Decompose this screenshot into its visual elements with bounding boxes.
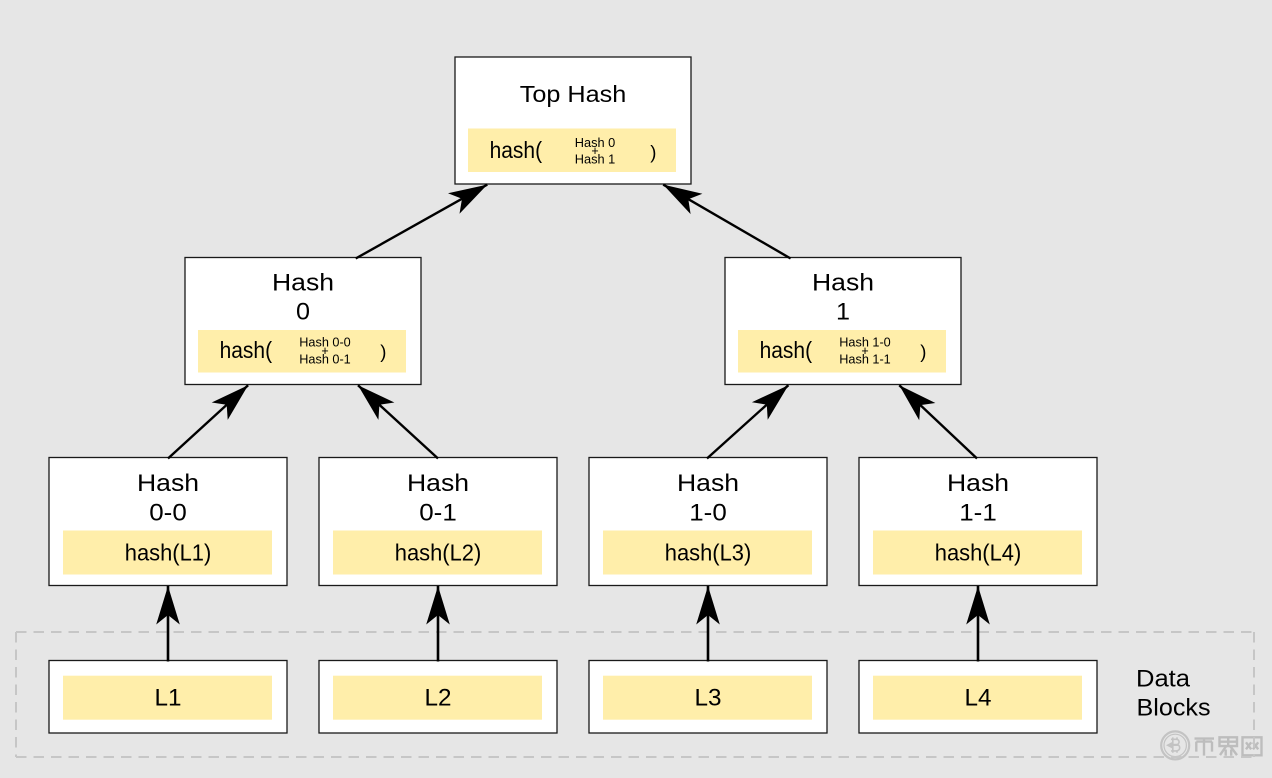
svg-text:0-1: 0-1 xyxy=(419,499,457,526)
svg-text:Data: Data xyxy=(1136,666,1191,693)
svg-text:1-0: 1-0 xyxy=(689,499,727,526)
svg-text:Hash: Hash xyxy=(272,270,334,297)
svg-text:hash(: hash( xyxy=(490,137,543,163)
svg-text:hash(: hash( xyxy=(220,337,273,363)
svg-text:Hash: Hash xyxy=(407,470,469,497)
svg-text:hash(L2): hash(L2) xyxy=(395,539,482,565)
svg-text:Top Hash: Top Hash xyxy=(520,81,627,107)
svg-text:Hash 1-1: Hash 1-1 xyxy=(839,352,891,366)
svg-text:Hash 0: Hash 0 xyxy=(575,136,616,150)
svg-text:): ) xyxy=(920,341,926,362)
svg-text:L1: L1 xyxy=(155,685,182,712)
svg-text:L3: L3 xyxy=(695,685,722,712)
svg-text:Hash: Hash xyxy=(137,470,199,497)
svg-text:1-1: 1-1 xyxy=(959,499,997,526)
svg-text:+: + xyxy=(321,344,328,358)
svg-text:1: 1 xyxy=(836,299,850,326)
svg-text:): ) xyxy=(650,141,656,162)
svg-text:Hash 1-0: Hash 1-0 xyxy=(839,336,891,350)
svg-text:L2: L2 xyxy=(425,685,452,712)
svg-text:Hash: Hash xyxy=(677,470,739,497)
svg-text:Blocks: Blocks xyxy=(1137,695,1211,722)
svg-text:hash(: hash( xyxy=(760,337,813,363)
svg-text:0-0: 0-0 xyxy=(149,499,187,526)
svg-text:L4: L4 xyxy=(965,685,992,712)
svg-text:Hash 0-1: Hash 0-1 xyxy=(299,352,351,366)
svg-text:+: + xyxy=(591,144,598,158)
svg-text:Hash: Hash xyxy=(947,470,1009,497)
svg-text:): ) xyxy=(380,341,386,362)
svg-text:Hash 1: Hash 1 xyxy=(575,152,616,166)
svg-text:+: + xyxy=(861,344,868,358)
svg-text:Hash 0-0: Hash 0-0 xyxy=(299,336,351,350)
svg-text:hash(L1): hash(L1) xyxy=(125,539,212,565)
svg-text:Hash: Hash xyxy=(812,270,874,297)
svg-text:0: 0 xyxy=(296,299,310,326)
svg-text:hash(L3): hash(L3) xyxy=(665,539,752,565)
svg-text:hash(L4): hash(L4) xyxy=(935,539,1022,565)
